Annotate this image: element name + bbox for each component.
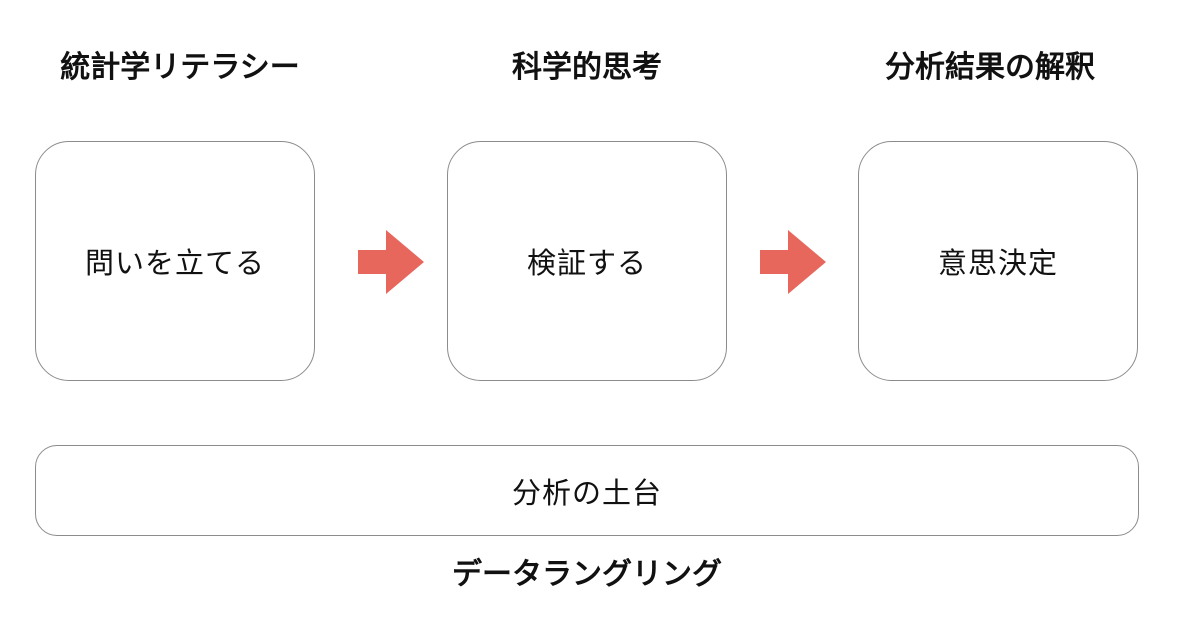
right-arrow-icon <box>358 230 424 294</box>
step-label: 問いを立てる <box>84 246 265 280</box>
step-label: 意思決定 <box>937 246 1058 280</box>
step-box-verify: 検証する <box>447 141 727 381</box>
arrow-shape <box>358 230 424 294</box>
step-label: 検証する <box>526 246 647 280</box>
heading-statistical-literacy: 統計学リテラシー <box>60 50 300 85</box>
foundation-label: 分析の土台 <box>511 475 662 510</box>
right-arrow-icon <box>760 230 826 294</box>
arrow-shape <box>760 230 826 294</box>
heading-scientific-thinking: 科学的思考 <box>512 50 662 85</box>
step-box-ask-question: 問いを立てる <box>35 141 315 381</box>
heading-data-wrangling: データラングリング <box>452 557 722 592</box>
foundation-box: 分析の土台 <box>35 445 1139 536</box>
step-box-decision: 意思決定 <box>858 141 1138 381</box>
heading-result-interpretation: 分析結果の解釈 <box>885 50 1095 85</box>
